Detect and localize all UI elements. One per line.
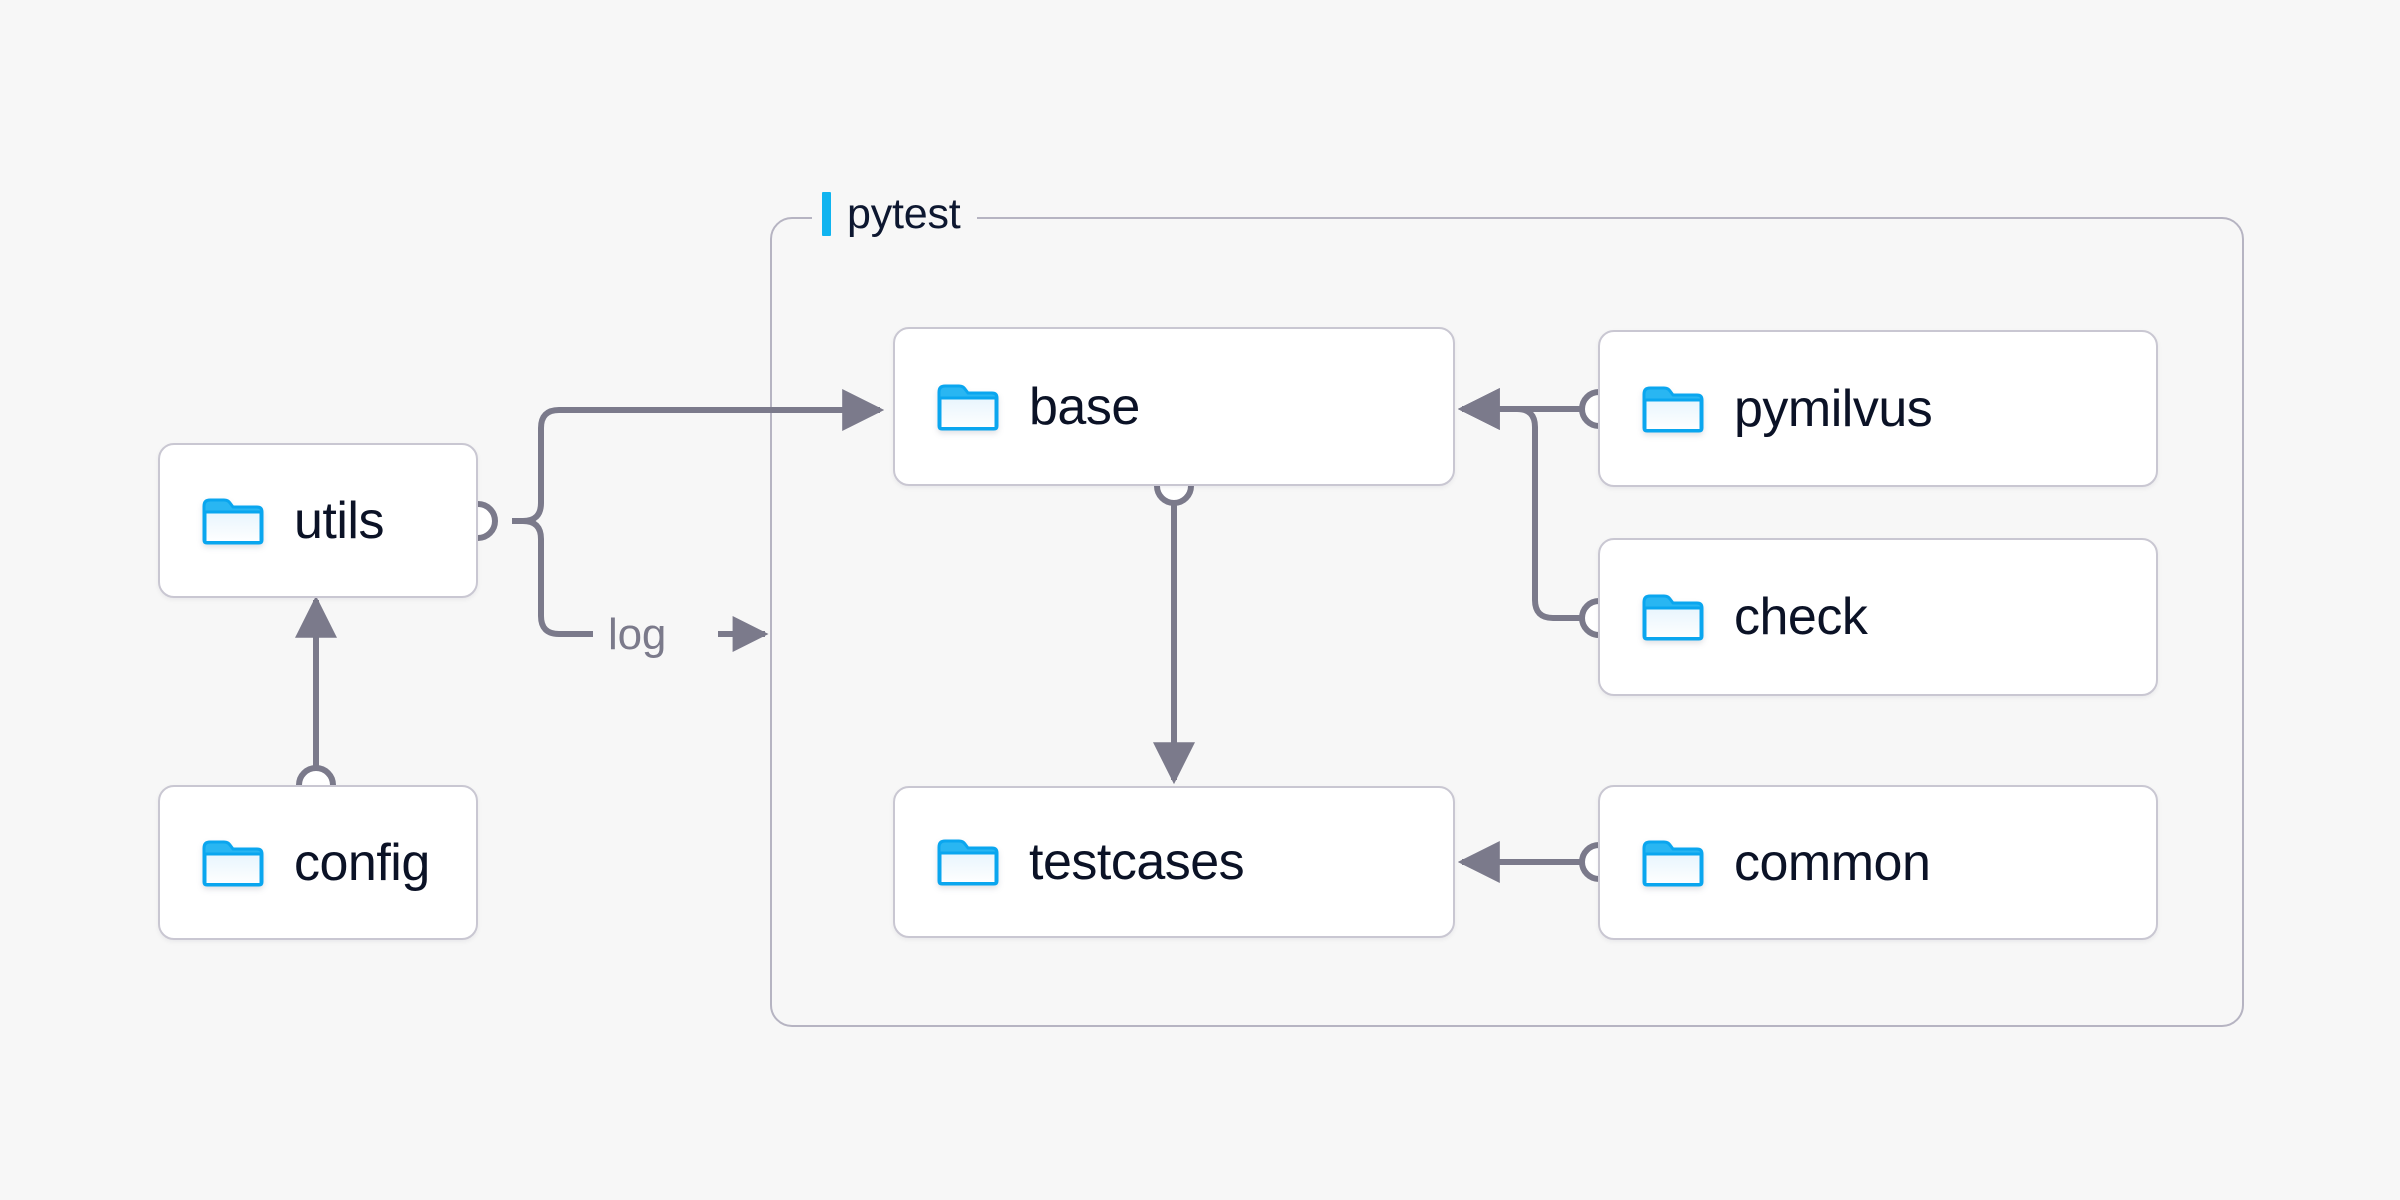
folder-icon — [1642, 838, 1704, 888]
pytest-group-label-text: pytest — [847, 189, 961, 238]
pytest-group-container — [770, 217, 2244, 1027]
folder-icon — [202, 496, 264, 546]
node-utils[interactable]: utils — [158, 443, 478, 598]
node-label: utils — [294, 491, 384, 550]
node-config[interactable]: config — [158, 785, 478, 940]
folder-icon — [937, 837, 999, 887]
node-base[interactable]: base — [893, 327, 1455, 486]
node-check[interactable]: check — [1598, 538, 2158, 696]
node-label: config — [294, 833, 430, 892]
edge-config-to-utils — [295, 595, 337, 805]
folder-icon — [1642, 592, 1704, 642]
folder-icon — [1642, 384, 1704, 434]
node-label: base — [1029, 377, 1140, 436]
node-label: pymilvus — [1734, 379, 1933, 438]
node-label: testcases — [1029, 833, 1245, 891]
node-testcases[interactable]: testcases — [893, 786, 1455, 938]
node-label: check — [1734, 588, 1868, 646]
edge-label-log: log — [600, 611, 675, 659]
folder-icon — [202, 838, 264, 888]
node-label: common — [1734, 833, 1931, 892]
pytest-group-label: pytest — [812, 187, 977, 241]
accent-bar-icon — [822, 192, 831, 236]
node-pymilvus[interactable]: pymilvus — [1598, 330, 2158, 487]
node-common[interactable]: common — [1598, 785, 2158, 940]
folder-icon — [937, 382, 999, 432]
